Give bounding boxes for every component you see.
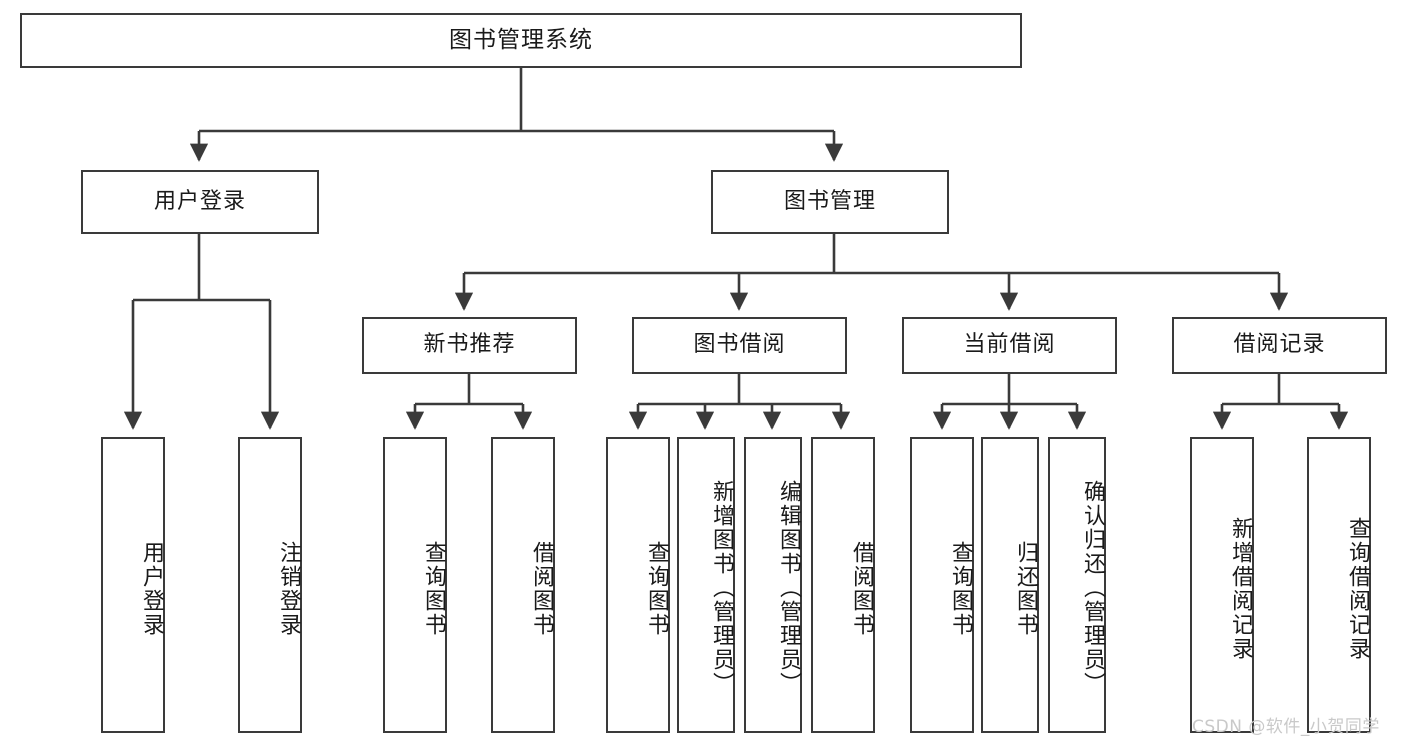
node-book-management[interactable]: 图书管理 bbox=[711, 170, 949, 234]
leaf-query-borrowing-record[interactable]: 查询借阅记录 bbox=[1307, 437, 1371, 733]
leaf-add-book-admin[interactable]: 新增图书（管理员） bbox=[677, 437, 735, 733]
watermark-text: CSDN @软件_小贺同学 bbox=[1192, 717, 1380, 737]
node-root-book-management-system[interactable]: 图书管理系统 bbox=[20, 13, 1022, 68]
leaf-query-book-recommendation[interactable]: 查询图书 bbox=[383, 437, 447, 733]
node-borrowing-records[interactable]: 借阅记录 bbox=[1172, 317, 1387, 374]
node-new-book-recommendation[interactable]: 新书推荐 bbox=[362, 317, 577, 374]
leaf-confirm-return-admin[interactable]: 确认归还（管理员） bbox=[1048, 437, 1106, 733]
leaf-add-borrowing-record[interactable]: 新增借阅记录 bbox=[1190, 437, 1254, 733]
node-book-borrowing[interactable]: 图书借阅 bbox=[632, 317, 847, 374]
leaf-logout[interactable]: 注销登录 bbox=[238, 437, 302, 733]
node-user-login[interactable]: 用户登录 bbox=[81, 170, 319, 234]
leaf-borrow-book-borrowing[interactable]: 借阅图书 bbox=[811, 437, 875, 733]
leaf-user-login[interactable]: 用户登录 bbox=[101, 437, 165, 733]
leaf-borrow-book-recommendation[interactable]: 借阅图书 bbox=[491, 437, 555, 733]
leaf-query-book-borrowing[interactable]: 查询图书 bbox=[606, 437, 670, 733]
leaf-query-book-current[interactable]: 查询图书 bbox=[910, 437, 974, 733]
leaf-return-book[interactable]: 归还图书 bbox=[981, 437, 1039, 733]
leaf-edit-book-admin[interactable]: 编辑图书（管理员） bbox=[744, 437, 802, 733]
node-current-borrowing[interactable]: 当前借阅 bbox=[902, 317, 1117, 374]
